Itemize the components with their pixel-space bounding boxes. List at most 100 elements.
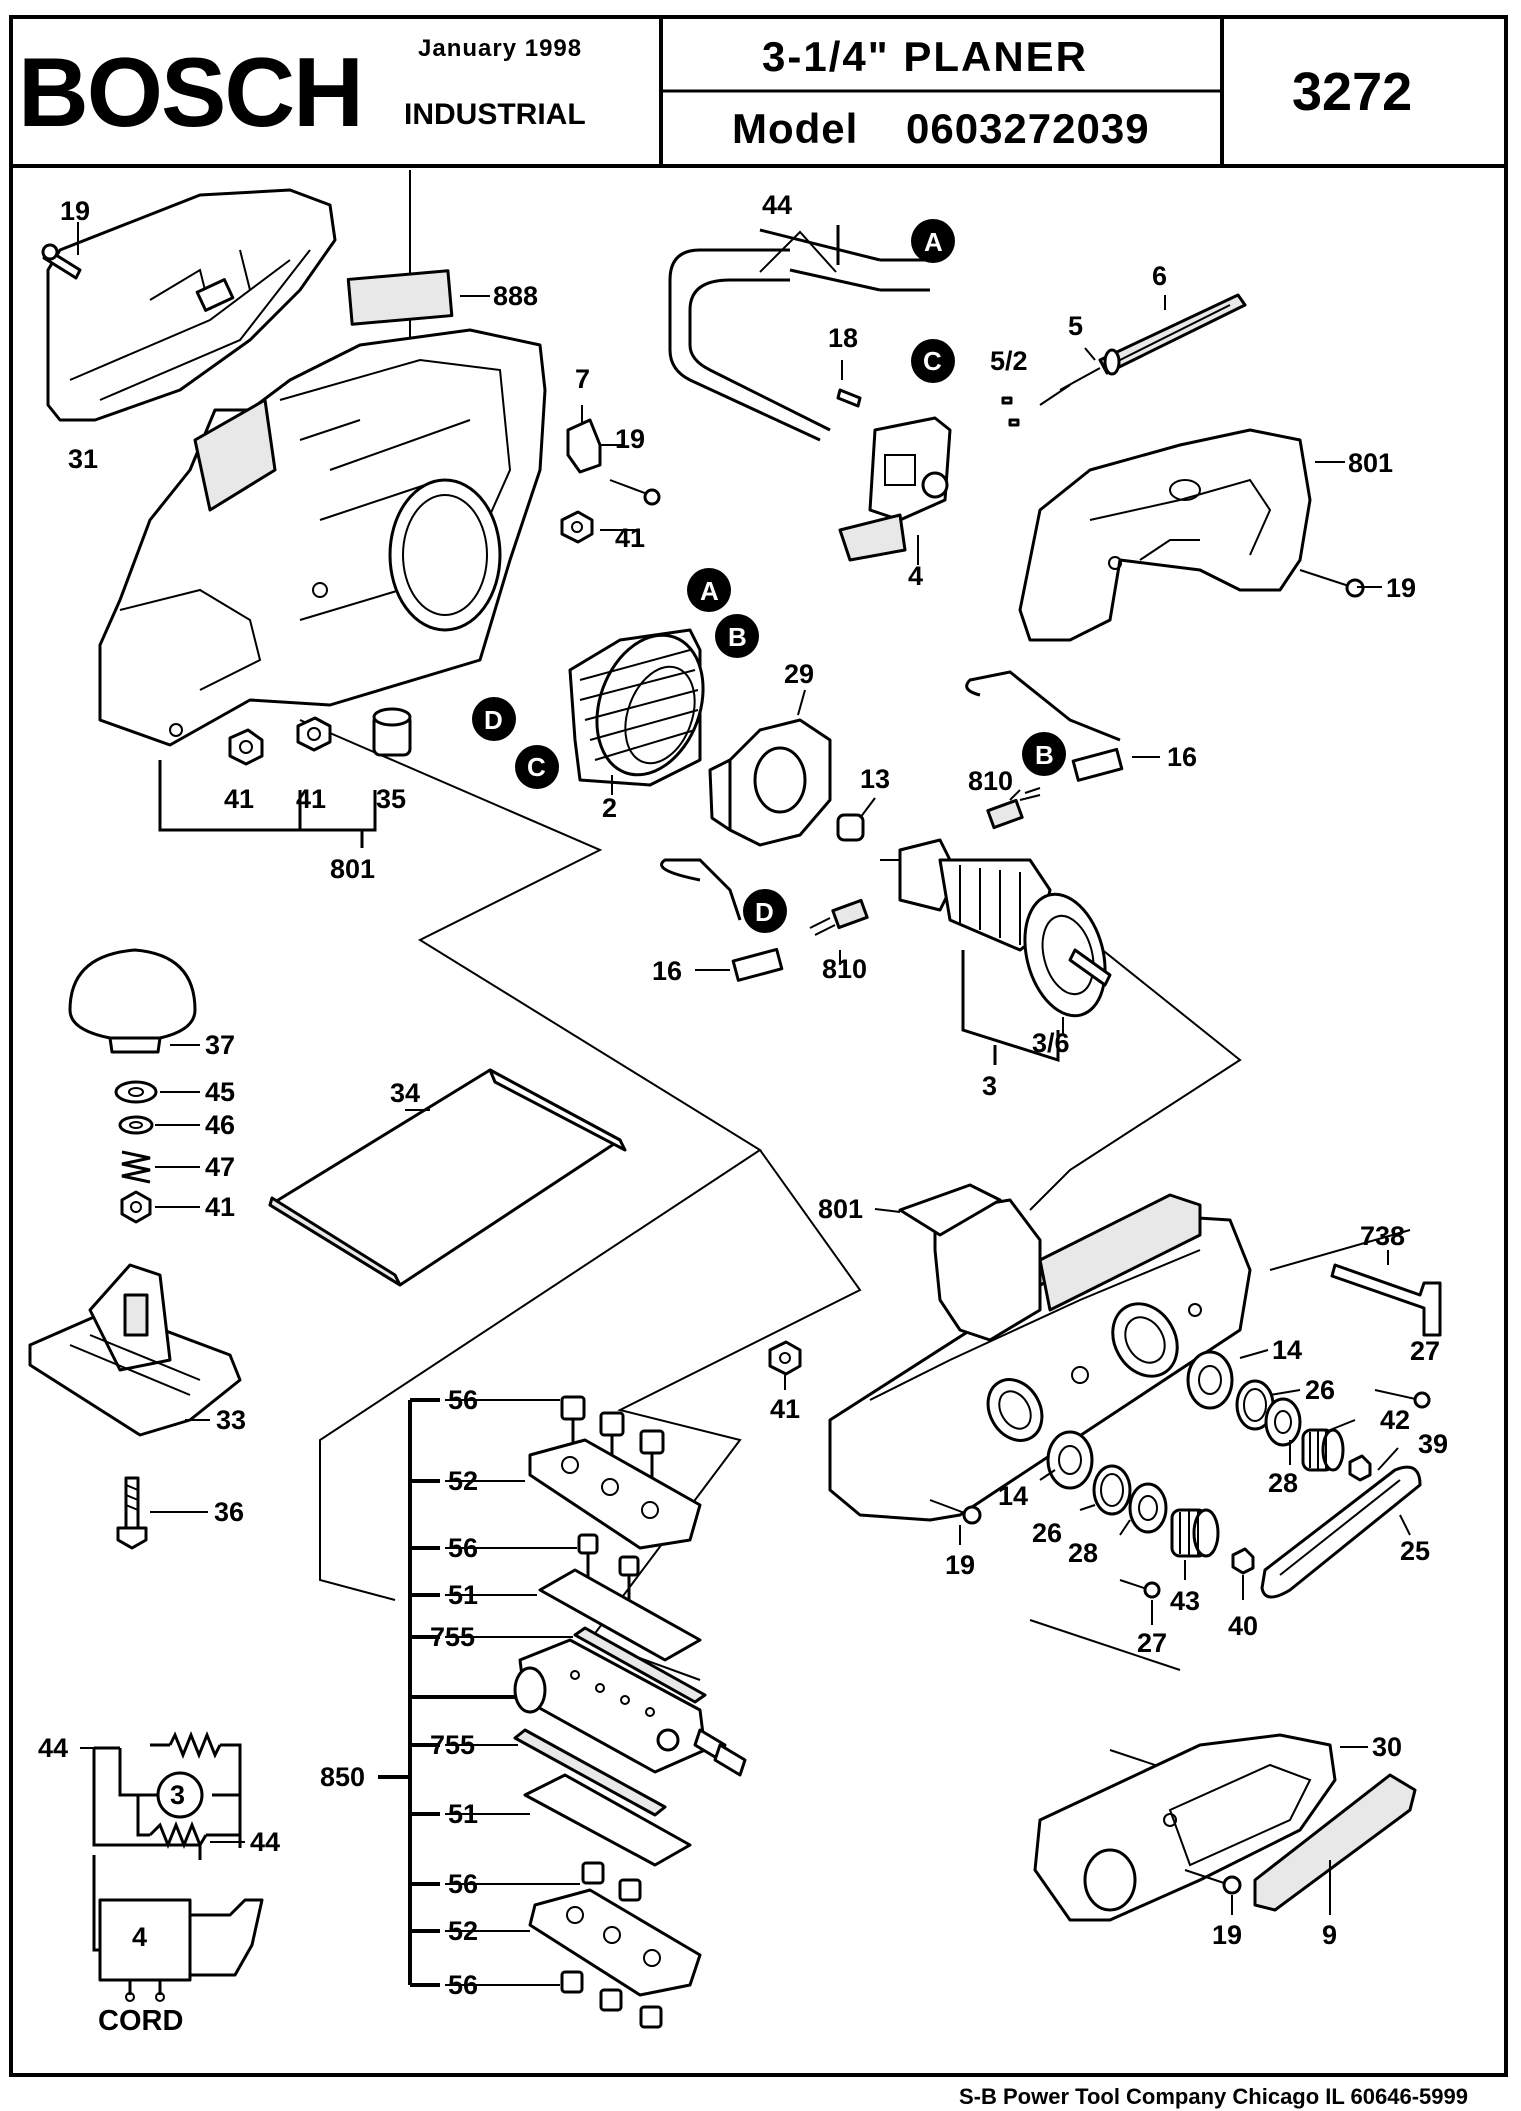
label-56-a: 56 bbox=[448, 1385, 478, 1415]
svg-text:D: D bbox=[755, 897, 774, 927]
nut-41-a bbox=[228, 728, 264, 766]
label-37: 37 bbox=[205, 1030, 235, 1060]
label-52-b: 52 bbox=[448, 1916, 478, 1946]
label-45: 45 bbox=[205, 1077, 235, 1107]
label-28-upper: 28 bbox=[1268, 1468, 1298, 1498]
nut-40 bbox=[1231, 1547, 1255, 1575]
knob-37 bbox=[68, 948, 197, 1054]
part-labels: 19 31 888 7 19 41 41 41 35 801 44 18 4 6… bbox=[38, 190, 1448, 2000]
label-19-top: 19 bbox=[60, 196, 90, 226]
label-39: 39 bbox=[1418, 1429, 1448, 1459]
label-19-mid: 19 bbox=[615, 424, 645, 454]
label-51-b: 51 bbox=[448, 1799, 478, 1829]
label-19-cover: 19 bbox=[1212, 1920, 1242, 1950]
screw-19-handle bbox=[1299, 569, 1365, 598]
clamp-52-top bbox=[528, 1438, 702, 1550]
belt-cover-31 bbox=[46, 188, 337, 422]
main-housing-801 bbox=[98, 328, 547, 747]
label-25: 25 bbox=[1400, 1536, 1430, 1566]
label-801-bottom: 801 bbox=[330, 854, 375, 884]
label-29: 29 bbox=[784, 659, 814, 689]
cutterhead-bracket-850 bbox=[378, 1398, 520, 1987]
bushing-35 bbox=[372, 707, 412, 757]
screw-19-top bbox=[41, 243, 82, 280]
bearing-13 bbox=[836, 813, 865, 842]
svg-text:A: A bbox=[700, 576, 719, 606]
schematic-motor-label: 3 bbox=[170, 1780, 185, 1810]
belt-25 bbox=[1260, 1465, 1422, 1599]
label-19-handle: 19 bbox=[1386, 573, 1416, 603]
label-6: 6 bbox=[1152, 261, 1167, 291]
screw-19-body bbox=[929, 1499, 982, 1525]
hex-key-738 bbox=[1330, 1263, 1442, 1337]
brush-holder-16-right bbox=[965, 670, 1124, 782]
header-model-label: Model bbox=[732, 105, 858, 152]
header-doc-number: 3272 bbox=[1292, 62, 1412, 122]
label-801-body: 801 bbox=[818, 1194, 863, 1224]
screw-18 bbox=[836, 388, 862, 408]
switch-4 bbox=[838, 416, 952, 562]
washer-26-lower bbox=[1092, 1464, 1132, 1516]
bracket-801-bottom bbox=[158, 760, 377, 848]
label-3: 3 bbox=[982, 1071, 997, 1101]
brush-810-right bbox=[986, 787, 1041, 830]
label-14-lower: 14 bbox=[998, 1481, 1028, 1511]
cord-6 bbox=[1039, 293, 1247, 406]
wires-44 bbox=[668, 225, 930, 442]
brush-holder-16-left bbox=[660, 858, 784, 982]
label-44-top: 44 bbox=[762, 190, 792, 220]
label-850: 850 bbox=[320, 1762, 365, 1792]
terminals-5-2 bbox=[1001, 396, 1020, 427]
wiring-schematic: 3 4 CORD bbox=[92, 1730, 264, 2037]
screw-19-mid bbox=[609, 479, 661, 506]
nut-41-b bbox=[296, 716, 332, 752]
header: BOSCH January 1998 INDUSTRIAL 3-1/4" PLA… bbox=[18, 33, 1412, 152]
shoe-34 bbox=[268, 1068, 627, 1287]
label-5: 5 bbox=[1068, 311, 1083, 341]
label-41-knob: 41 bbox=[205, 1192, 235, 1222]
label-4: 4 bbox=[908, 561, 923, 591]
nut-41-top bbox=[560, 510, 594, 544]
label-26-lower: 26 bbox=[1032, 1518, 1062, 1548]
label-36: 36 bbox=[214, 1497, 244, 1527]
label-33: 33 bbox=[216, 1405, 246, 1435]
label-43: 43 bbox=[1170, 1586, 1200, 1616]
label-35: 35 bbox=[376, 784, 406, 814]
retainer-28-lower bbox=[1128, 1482, 1168, 1534]
header-category: INDUSTRIAL bbox=[404, 98, 586, 131]
baffle-29 bbox=[708, 718, 832, 847]
label-19-body: 19 bbox=[945, 1550, 975, 1580]
nut-39 bbox=[1348, 1454, 1372, 1482]
svg-text:C: C bbox=[527, 752, 546, 782]
brand-logo: BOSCH bbox=[18, 37, 362, 147]
nut-41-body bbox=[768, 1340, 802, 1376]
label-46: 46 bbox=[205, 1110, 235, 1140]
label-56-b: 56 bbox=[448, 1533, 478, 1563]
label-738: 738 bbox=[1360, 1221, 1405, 1251]
callout-c-top: C bbox=[911, 339, 955, 383]
callout-b-mid: B bbox=[715, 614, 759, 658]
label-755-a: 755 bbox=[430, 1622, 475, 1652]
screw-27-upper bbox=[1374, 1389, 1431, 1409]
schematic-cord-label: CORD bbox=[98, 2005, 183, 2037]
plate-7 bbox=[566, 418, 602, 474]
screw-27-lower bbox=[1119, 1579, 1161, 1599]
label-52-a: 52 bbox=[448, 1466, 478, 1496]
label-56-d: 56 bbox=[448, 1970, 478, 2000]
screws-56-bottom bbox=[560, 1970, 663, 2029]
svg-text:B: B bbox=[1035, 740, 1054, 770]
cutterhead bbox=[513, 1638, 747, 1777]
callout-a-mid: A bbox=[687, 568, 731, 612]
belt-cover-30 bbox=[1033, 1733, 1337, 1922]
label-30: 30 bbox=[1372, 1732, 1402, 1762]
label-42: 42 bbox=[1380, 1405, 1410, 1435]
label-41-a: 41 bbox=[224, 784, 254, 814]
schematic-switch-label: 4 bbox=[132, 1922, 147, 1952]
blade-51-bottom bbox=[523, 1773, 692, 1867]
label-810-right: 810 bbox=[968, 766, 1013, 796]
callout-d-left: D bbox=[743, 889, 787, 933]
washer-45 bbox=[114, 1080, 158, 1104]
footer-company: S-B Power Tool Company Chicago IL 60646-… bbox=[959, 2084, 1468, 2109]
header-date: January 1998 bbox=[418, 35, 582, 62]
